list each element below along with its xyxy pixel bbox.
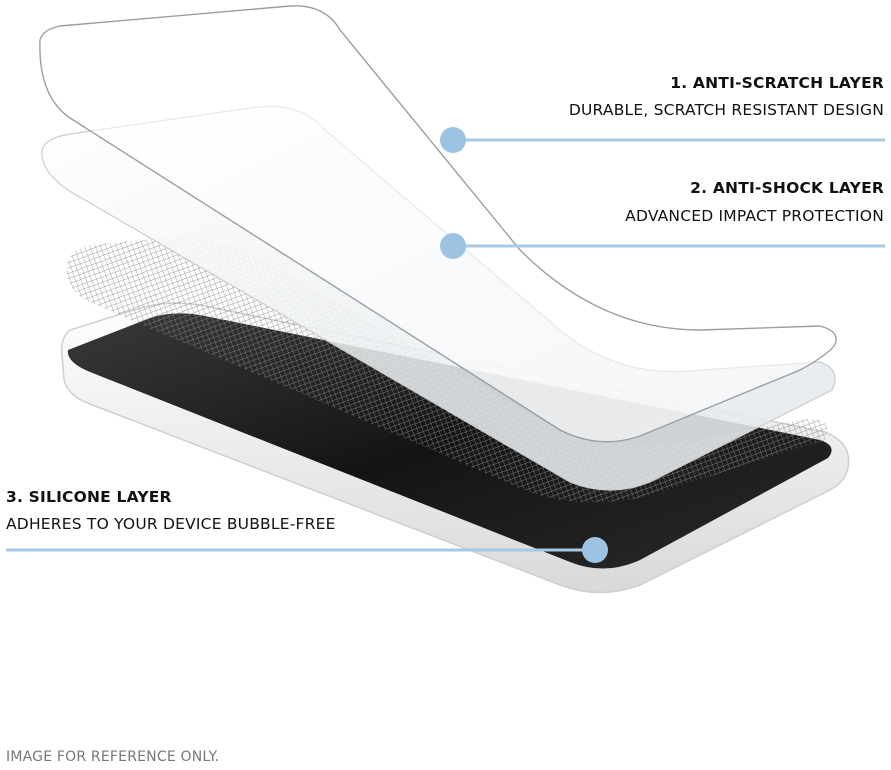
- silicone-layer-title: 3. SILICONE LAYER: [6, 488, 172, 506]
- reference-footnote: IMAGE FOR REFERENCE ONLY.: [6, 749, 220, 765]
- callout-dot-3: [582, 537, 608, 563]
- callout-dot-2: [440, 233, 466, 259]
- callout-dot-1: [440, 127, 466, 153]
- anti-scratch-layer-title: 1. ANTI-SCRATCH LAYER: [670, 74, 884, 92]
- anti-shock-layer-description: ADVANCED IMPACT PROTECTION: [625, 207, 884, 225]
- anti-scratch-layer-description: DURABLE, SCRATCH RESISTANT DESIGN: [568, 101, 884, 119]
- anti-scratch-layer: [39, 5, 837, 443]
- anti-shock-layer-title: 2. ANTI-SHOCK LAYER: [690, 179, 884, 197]
- silicone-layer-description: ADHERES TO YOUR DEVICE BUBBLE-FREE: [6, 515, 336, 533]
